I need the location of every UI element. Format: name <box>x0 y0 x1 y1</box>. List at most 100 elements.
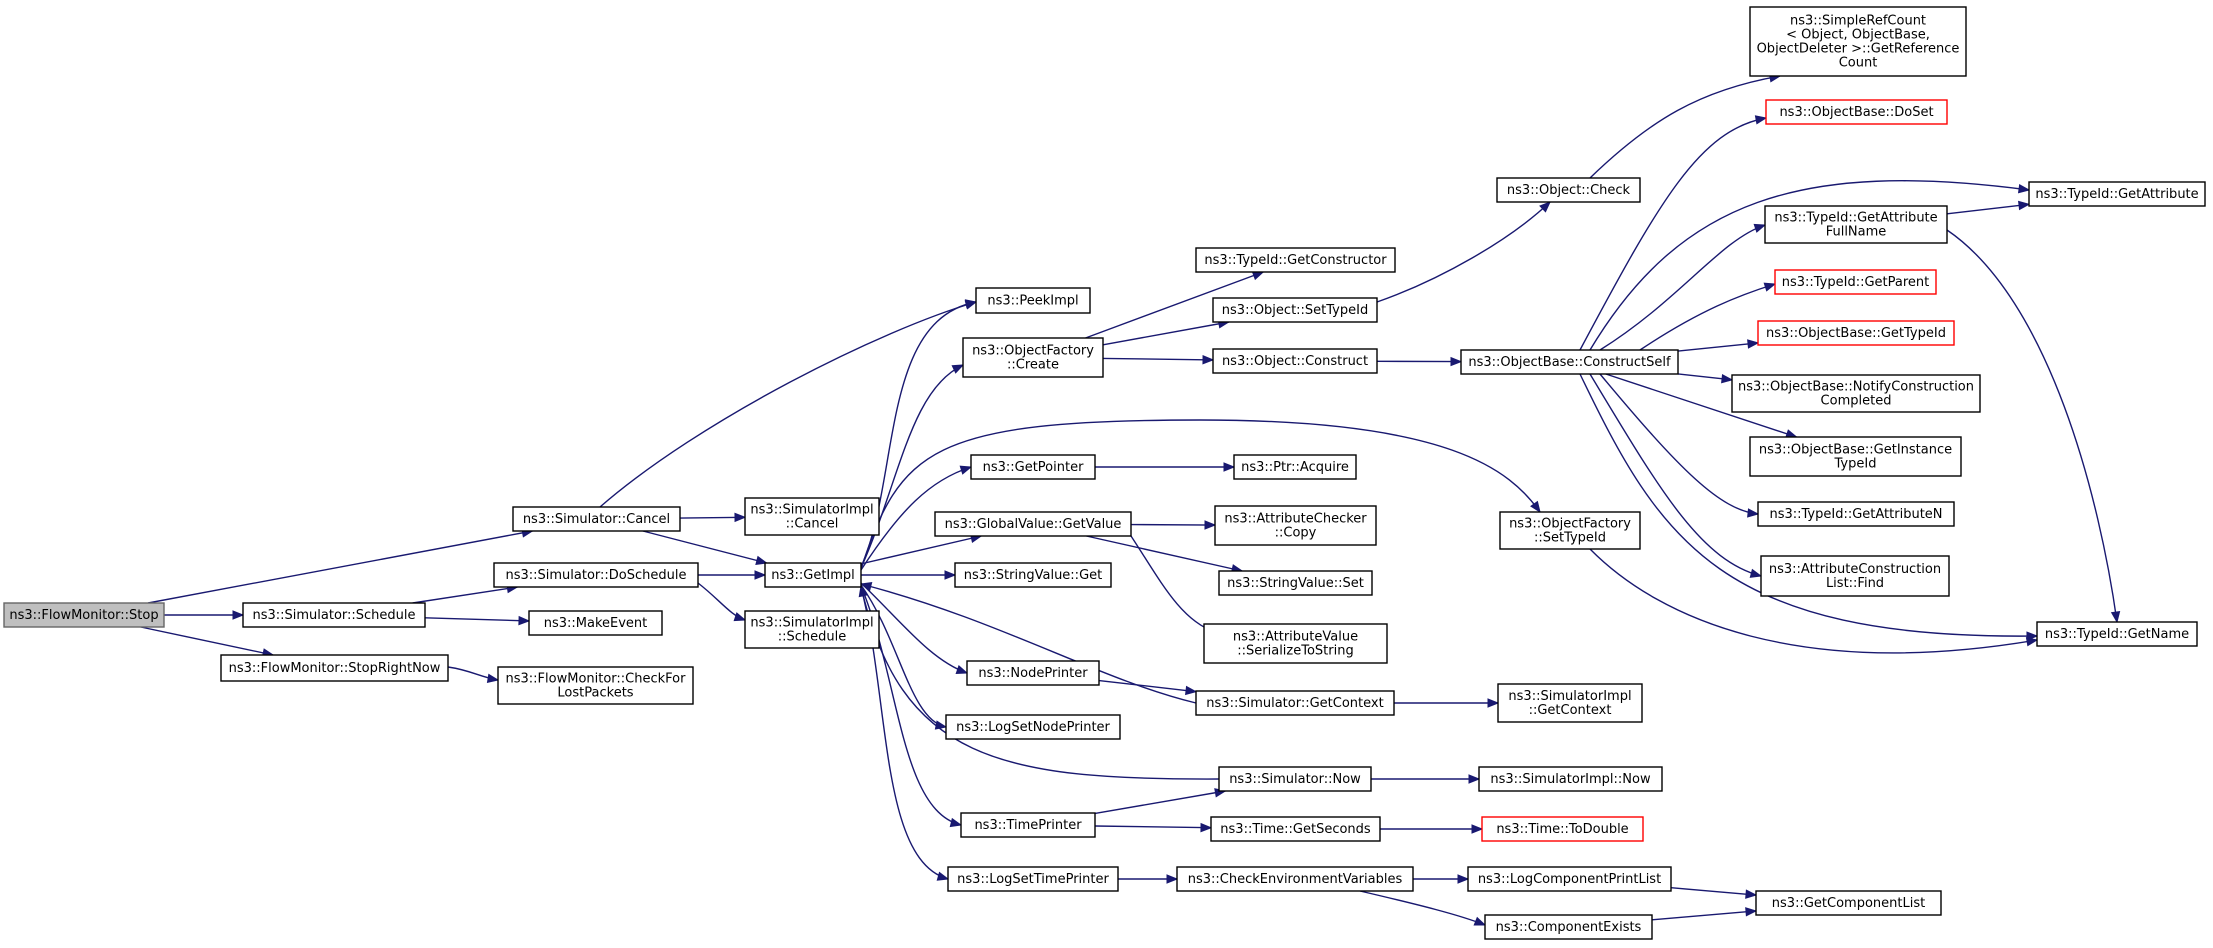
edge-arrowhead <box>754 570 767 580</box>
node-label: ns3::SimulatorImpl <box>750 616 873 631</box>
node-simimpl_now[interactable]: ns3::SimulatorImpl::Now <box>1478 766 1663 792</box>
node-box <box>1731 374 1981 413</box>
node-box <box>1497 683 1643 723</box>
node-getpointer[interactable]: ns3::GetPointer <box>970 454 1096 480</box>
node-label: ns3::Simulator::DoSchedule <box>505 568 686 583</box>
node-object_settypeid[interactable]: ns3::Object::SetTypeId <box>1212 297 1378 323</box>
node-timeprinter[interactable]: ns3::TimePrinter <box>960 812 1096 838</box>
node-nodeprinter[interactable]: ns3::NodePrinter <box>966 660 1100 686</box>
node-objfactory_create[interactable]: ns3::ObjectFactory::Create <box>962 337 1104 378</box>
node-time_getseconds[interactable]: ns3::Time::GetSeconds <box>1210 816 1381 842</box>
node-sim_now[interactable]: ns3::Simulator::Now <box>1218 766 1372 792</box>
edge-arrowhead <box>1754 115 1768 125</box>
node-makeevent[interactable]: ns3::MakeEvent <box>528 610 663 636</box>
node-typeid_getattributen[interactable]: ns3::TypeId::GetAttributeN <box>1757 501 1955 527</box>
edge-flowmonitor_stop-to-sim_cancel <box>147 528 534 604</box>
node-typeid_getattribute[interactable]: ns3::TypeId::GetAttribute <box>2028 181 2206 207</box>
node-typeid_getconstructor[interactable]: ns3::TypeId::GetConstructor <box>1195 247 1396 273</box>
node-object_construct[interactable]: ns3::Object::Construct <box>1212 348 1378 374</box>
node-label: List::Find <box>1826 576 1884 591</box>
node-label: ns3::SimulatorImpl <box>750 503 873 518</box>
node-label: ns3::ObjectFactory <box>1509 517 1631 532</box>
edge-nodeprinter-to-sim_getcontext <box>1098 679 1198 696</box>
node-ptr_acquire[interactable]: ns3::Ptr::Acquire <box>1233 454 1357 480</box>
node-peekimpl[interactable]: ns3::PeekImpl <box>975 287 1091 314</box>
edge-line <box>147 530 533 604</box>
node-box <box>1765 99 1948 125</box>
node-getimpl[interactable]: ns3::GetImpl <box>764 562 862 588</box>
node-box <box>1760 555 1950 597</box>
node-simplerefcount[interactable]: ns3::SimpleRefCount< Object, ObjectBase,… <box>1749 6 1967 77</box>
node-attrchecker_copy[interactable]: ns3::AttributeChecker::Copy <box>1214 505 1377 546</box>
edge-time_getseconds-to-time_todouble <box>1380 824 1484 834</box>
node-time_todouble[interactable]: ns3::Time::ToDouble <box>1481 816 1644 842</box>
node-logcomponentprintlist[interactable]: ns3::LogComponentPrintList <box>1467 866 1672 892</box>
node-attrvalue_serialize[interactable]: ns3::AttributeValue::SerializeToString <box>1203 623 1388 664</box>
node-sim_doschedule[interactable]: ns3::Simulator::DoSchedule <box>493 562 699 588</box>
node-box <box>1749 6 1967 77</box>
node-stringvalue_get[interactable]: ns3::StringValue::Get <box>954 562 1112 588</box>
edge-line <box>140 626 274 656</box>
node-stringvalue_set[interactable]: ns3::StringValue::Set <box>1218 570 1373 596</box>
node-objbase_gettypeid[interactable]: ns3::ObjectBase::GetTypeId <box>1757 320 1955 346</box>
node-label: ns3::Simulator::Cancel <box>523 512 670 527</box>
edge-arrowhead <box>1749 568 1763 578</box>
node-box <box>962 337 1104 378</box>
node-componentexists[interactable]: ns3::ComponentExists <box>1484 914 1653 940</box>
node-fm_stoprightnow[interactable]: ns3::FlowMonitor::StopRightNow <box>220 654 449 682</box>
edge-arrowhead <box>1487 698 1500 708</box>
edge-arrowhead <box>1539 201 1551 213</box>
node-label: ns3::FlowMonitor::StopRightNow <box>229 661 441 676</box>
edge-checkenvvars-to-logcomponentprintlist <box>1413 874 1470 884</box>
node-typeid_getparent[interactable]: ns3::TypeId::GetParent <box>1774 269 1937 295</box>
node-sim_getcontext[interactable]: ns3::Simulator::GetContext <box>1195 690 1395 716</box>
edge-arrowhead <box>949 817 963 828</box>
edge-arrowhead <box>944 570 957 580</box>
edge-arrowhead <box>755 555 768 565</box>
node-label: ns3::CheckEnvironmentVariables <box>1188 872 1403 887</box>
node-label: ns3::PeekImpl <box>987 294 1078 309</box>
node-box <box>954 562 1112 588</box>
node-logsetnodeprinter[interactable]: ns3::LogSetNodePrinter <box>945 714 1121 740</box>
node-objbase_constructself[interactable]: ns3::ObjectBase::ConstructSelf <box>1460 349 1679 375</box>
node-box <box>1203 623 1388 664</box>
edge-arrowhead <box>936 871 950 881</box>
node-objbase_doset[interactable]: ns3::ObjectBase::DoSet <box>1765 99 1948 125</box>
node-flowmonitor_stop[interactable]: ns3::FlowMonitor::Stop <box>3 602 165 628</box>
node-typeid_getname[interactable]: ns3::TypeId::GetName <box>2036 621 2198 647</box>
node-label: ns3::TypeId::GetName <box>2045 627 2189 642</box>
node-checkenvvars[interactable]: ns3::CheckEnvironmentVariables <box>1176 866 1414 892</box>
node-label: ns3::GlobalValue::GetValue <box>945 517 1122 532</box>
node-label: ns3::Time::GetSeconds <box>1220 822 1371 837</box>
node-objbase_notifyconstruction[interactable]: ns3::ObjectBase::NotifyConstructionCompl… <box>1731 374 1981 413</box>
edge-arrowhead <box>858 584 868 598</box>
node-simimpl_schedule[interactable]: ns3::SimulatorImpl::Schedule <box>744 610 880 649</box>
edge-arrowhead <box>1747 508 1760 518</box>
edge-sim_getcontext-to-getimpl <box>859 582 1197 704</box>
edge-fm_stoprightnow-to-fm_checkforlost <box>447 666 500 683</box>
node-getcomponentlist[interactable]: ns3::GetComponentList <box>1755 890 1942 916</box>
node-simimpl_cancel[interactable]: ns3::SimulatorImpl::Cancel <box>744 497 880 536</box>
node-sim_schedule[interactable]: ns3::Simulator::Schedule <box>242 602 426 628</box>
node-box <box>945 714 1121 740</box>
edge-line <box>860 584 947 728</box>
node-label: ::SetTypeId <box>1534 531 1606 546</box>
node-objfactory_settypeid[interactable]: ns3::ObjectFactory::SetTypeId <box>1499 511 1641 550</box>
node-label: ns3::AttributeChecker <box>1224 512 1367 527</box>
node-globalvalue_getvalue[interactable]: ns3::GlobalValue::GetValue <box>934 511 1132 537</box>
node-label: ns3::FlowMonitor::Stop <box>9 608 158 623</box>
edge-sim_now-to-getimpl <box>858 584 1220 780</box>
node-sim_cancel[interactable]: ns3::Simulator::Cancel <box>512 506 681 532</box>
edge-getimpl-to-objfactory_create <box>860 364 965 569</box>
edge-arrowhead <box>1471 824 1484 834</box>
node-simimpl_getcontext[interactable]: ns3::SimulatorImpl::GetContext <box>1497 683 1643 723</box>
edge-object_construct-to-objbase_constructself <box>1376 356 1463 367</box>
node-logsettimeprinter[interactable]: ns3::LogSetTimePrinter <box>947 866 1119 892</box>
node-object_check[interactable]: ns3::Object::Check <box>1496 177 1641 203</box>
edge-objbase_constructself-to-attrconstructionlist_find <box>1589 373 1763 578</box>
